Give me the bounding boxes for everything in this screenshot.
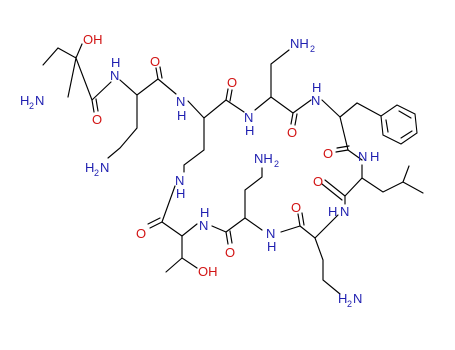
dab4-carbonyl-2 <box>294 113 298 126</box>
dab9-amine-subscript: 2 <box>274 159 279 169</box>
ring-amide-h-label: H <box>176 186 185 201</box>
dab4-carbonyl-o-label: O <box>287 125 297 140</box>
leu-methyl-bond <box>402 165 410 183</box>
phe-backbone <box>321 99 349 151</box>
dab3-carbonyl-2 <box>229 89 233 102</box>
thr1-carbonyl-o-label: O <box>92 112 102 127</box>
amide-n-8-label: N <box>199 218 208 233</box>
thr10-carbonyl-2 <box>147 217 161 225</box>
dab8-amine-subscript: 2 <box>347 299 352 309</box>
thr10-hydroxyl-label: OH <box>198 264 218 279</box>
thr1-backbone <box>67 55 93 101</box>
amide-n-2-label: N <box>176 94 185 109</box>
thr1-amine-subscript: 2 <box>29 101 34 111</box>
dab4-peptide-bond <box>292 99 312 114</box>
dab9-carbonyl-o-label: O <box>225 245 235 260</box>
dab2-peptide-bond <box>157 78 177 95</box>
thr1-carbonyl-oxygen-bond <box>91 99 95 113</box>
amide-h-7-label: H <box>267 239 276 254</box>
dab9-amine-label: NH <box>254 151 273 166</box>
benzene-inner-bond-3 <box>385 119 389 133</box>
dab8-amine-label: H <box>338 291 347 306</box>
dab9-peptide-bond <box>211 225 227 233</box>
amide-n-7-label: N <box>266 226 275 241</box>
leu-backbone <box>344 164 363 197</box>
dab3-carbonyl-o-label: O <box>227 75 237 90</box>
dab4-amine-label: NH <box>290 36 309 51</box>
dab3-peptide-bond <box>225 99 245 113</box>
thr1-peptide-bond <box>91 81 112 101</box>
amide-h-5-label: H <box>370 149 379 164</box>
thr1-side-chain <box>42 43 83 66</box>
dab2-amine-n-label: N <box>100 160 109 175</box>
thr1-amine-h-label: H <box>20 93 29 108</box>
amide-h-2-label: H <box>177 108 186 123</box>
dab2-side-chain <box>107 94 138 159</box>
dab2-backbone <box>119 78 159 96</box>
thr1-amine-n-label: N <box>35 93 44 108</box>
dab8-side-chain <box>314 237 341 295</box>
thr1-carbonyl-oxygen-bond-2 <box>95 98 99 112</box>
dab2-carbonyl-2 <box>159 66 163 79</box>
amide-h-4-label: H <box>312 80 321 95</box>
dab4-backbone <box>254 96 294 114</box>
dab9-backbone <box>225 217 263 233</box>
leu-side-chain <box>361 177 424 194</box>
thr10-methyl-bond <box>165 257 183 273</box>
thr10-carbonyl-o-label: O <box>136 226 146 241</box>
dab2-carbonyl-o-label: O <box>150 54 160 69</box>
phe-carbonyl-2 <box>336 145 350 149</box>
dab2-amine-label: H <box>85 160 94 175</box>
dab4-amine-subscript: 2 <box>310 44 315 54</box>
benzene-inner-bond-1 <box>398 110 412 119</box>
benzene-ring <box>380 104 418 145</box>
amide-n-3-label: N <box>244 110 253 125</box>
amide-h-3-label: H <box>245 123 254 138</box>
dab9-carbonyl <box>225 231 229 245</box>
dab9-carbonyl-2 <box>229 230 233 244</box>
thr10-side-chain <box>181 235 198 269</box>
dab3-carbonyl <box>225 88 229 101</box>
thr10-backbone <box>161 221 198 237</box>
atom-labels: OH H 2 N O N H H 2 N O N H O N H N H NH … <box>20 32 379 309</box>
dab9-side-chain <box>244 167 263 219</box>
amide-n-1-label: N <box>110 68 119 83</box>
dab8-carbonyl-o-label: O <box>291 200 301 215</box>
leu-carbonyl-o-label: O <box>313 174 323 189</box>
leu-carbonyl-2 <box>321 183 343 201</box>
benzene-inner-bond-2 <box>400 130 413 139</box>
amide-n-6-label: N <box>340 204 349 219</box>
amide-h-8-label: H <box>200 205 209 220</box>
dab8-peptide-bond <box>280 225 301 233</box>
amide-h-1-label: H <box>111 55 120 70</box>
amide-n-4-label: N <box>311 93 320 108</box>
dab8-carbonyl-2 <box>301 212 305 226</box>
thr1-hydroxyl-label: OH <box>83 32 103 47</box>
ring-amide-n-label: N <box>175 173 184 188</box>
thr10-ring-closure-bond <box>161 185 176 223</box>
dab2-amine-subscript: 2 <box>94 168 99 178</box>
thr10-carbonyl <box>149 221 163 229</box>
dab8-carbonyl <box>297 213 301 227</box>
dab3-side-chain <box>183 117 205 173</box>
phe-peptide-bond <box>347 149 363 161</box>
dab2-carbonyl <box>155 67 159 80</box>
phe-carbonyl <box>335 149 349 153</box>
dab8-amine-n-label: N <box>353 291 362 306</box>
amide-h-6-label: H <box>328 204 337 219</box>
dab3-backbone <box>187 99 227 119</box>
leu-carbonyl <box>324 179 346 197</box>
bond-skeleton <box>42 43 424 295</box>
dab4-carbonyl <box>290 112 294 125</box>
phe-side-chain <box>339 102 382 118</box>
dab4-side-chain <box>270 49 290 98</box>
phe-carbonyl-o-label: O <box>323 146 333 161</box>
amide-n-5-label: N <box>358 149 367 164</box>
